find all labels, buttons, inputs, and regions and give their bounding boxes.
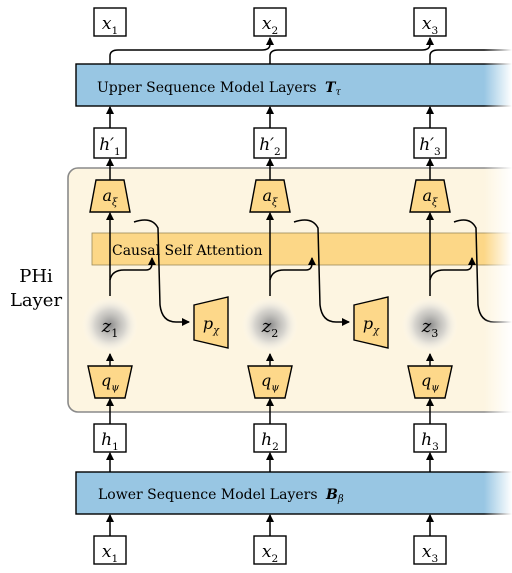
h-label-2: h2: [261, 430, 279, 453]
output-token-label-1: x1: [102, 14, 118, 37]
encoder-q-1: [87, 365, 133, 399]
phi-layer-background: [67, 167, 512, 413]
latent-z-label-1: z1: [101, 316, 119, 340]
prior-p-2: [353, 296, 389, 349]
h-box-2: [253, 423, 287, 453]
attention-label: Causal Self Attention: [112, 243, 263, 259]
output-token-label-2: x2: [262, 14, 278, 37]
phi-label-line1: PHi: [19, 266, 53, 287]
input-token-label-2: x2: [262, 542, 278, 565]
lower-layers-label: Lower Sequence Model Layers Bβ: [98, 487, 344, 505]
output-token-label-3: x3: [422, 14, 438, 37]
input-token-box-1: [93, 535, 127, 565]
h-prime-box-1: [93, 127, 127, 159]
h-box-3: [413, 423, 447, 453]
h-prime-label-1: h′1: [99, 135, 121, 158]
decoder-a-label-3: aξ: [422, 186, 438, 208]
decoder-a-2: [249, 179, 291, 213]
latent-z-1: [82, 297, 138, 353]
upper-layers-bar: [75, 63, 512, 107]
encoder-q-label-2: qψ: [261, 371, 279, 393]
decoder-a-label-2: aξ: [262, 186, 278, 208]
decoder-a-3: [409, 179, 451, 213]
right-fade: [484, 0, 512, 573]
output-token-box-3: [413, 7, 447, 37]
lower-layers-bar: [75, 471, 512, 515]
h-label-1: h1: [101, 430, 119, 453]
input-token-box-2: [253, 535, 287, 565]
input-token-label-3: x3: [422, 542, 438, 565]
input-token-label-1: x1: [102, 542, 118, 565]
output-token-box-1: [93, 7, 127, 37]
encoder-q-label-1: qψ: [101, 371, 119, 393]
attention-write-3: [429, 257, 476, 281]
attention-bar: [91, 232, 512, 266]
latent-z-label-2: z2: [261, 316, 279, 340]
encoder-q-label-3: qψ: [421, 371, 439, 393]
attention-write-1: [109, 257, 156, 281]
arrow-upper-to-next-token-1: [109, 37, 274, 64]
prior-p-label-2: pχ: [363, 314, 380, 336]
prior-p-1: [193, 296, 229, 349]
latent-z-3: [402, 297, 458, 353]
encoder-q-3: [407, 365, 453, 399]
h-prime-label-3: h′3: [419, 135, 441, 158]
attention-to-prior-1: [133, 219, 190, 326]
decoder-a-label-1: aξ: [102, 186, 118, 208]
latent-z-label-3: z3: [421, 316, 439, 340]
h-label-3: h3: [421, 430, 439, 453]
h-prime-label-2: h′2: [259, 135, 281, 158]
arrow-upper-to-next-token-2: [269, 37, 434, 64]
phi-label-line2: Layer: [10, 290, 63, 311]
encoder-q-2: [247, 365, 293, 399]
output-token-box-2: [253, 7, 287, 37]
upper-layers-label: Upper Sequence Model Layers Tτ: [97, 80, 341, 98]
latent-z-2: [242, 297, 298, 353]
prior-p-label-1: pχ: [203, 314, 220, 336]
attention-to-prior-2: [293, 219, 350, 326]
attention-write-2: [269, 257, 316, 281]
decoder-a-1: [89, 179, 131, 213]
